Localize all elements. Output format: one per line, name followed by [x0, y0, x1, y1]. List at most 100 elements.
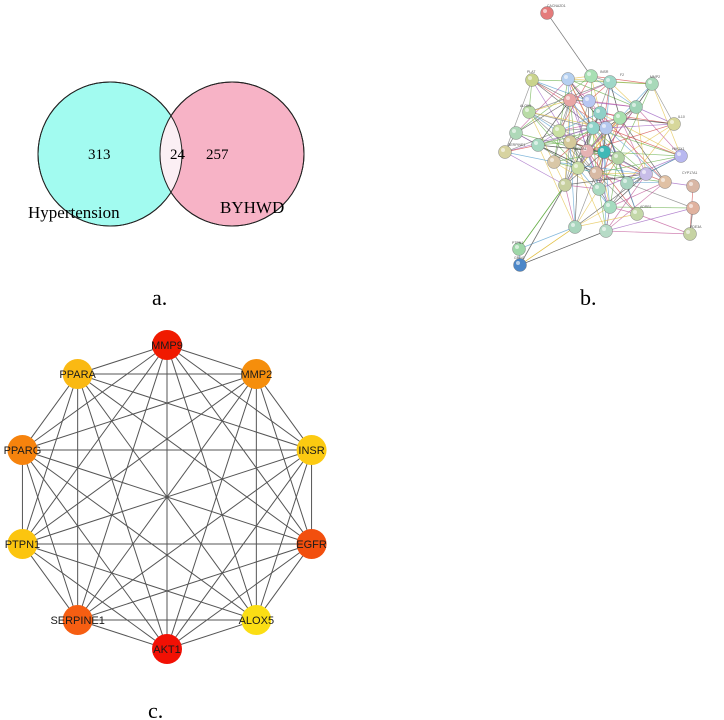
hub-edge — [22, 543, 79, 621]
hub-edge — [166, 344, 257, 375]
ppi-node — [686, 179, 700, 193]
ppi-node-label: MMP2 — [650, 75, 660, 79]
ppi-node — [561, 72, 575, 86]
ppi-node-label: NR3C1 — [604, 177, 616, 181]
ppi-node-label: GRIN1 — [514, 256, 525, 260]
ppi-node — [589, 166, 603, 180]
ppi-node — [603, 200, 617, 214]
hub-edge — [77, 619, 168, 650]
ppi-node — [658, 175, 672, 189]
ppi-node-label: CACNA2D1 — [547, 4, 566, 8]
hub-network-edges — [21, 344, 313, 650]
hub-edge — [22, 449, 168, 650]
ppi-node — [667, 117, 681, 131]
ppi-node — [513, 258, 527, 272]
ppi-node — [558, 178, 572, 192]
hub-edge — [21, 373, 79, 545]
ppi-node — [547, 155, 561, 169]
hub-node-mmp9 — [152, 330, 182, 360]
hub-edge — [77, 373, 312, 451]
caption-a: a. — [152, 285, 167, 310]
ppi-node — [620, 176, 634, 190]
hub-edge — [255, 543, 312, 621]
hub-edge — [22, 373, 79, 451]
ppi-node — [599, 224, 613, 238]
hub-edge — [22, 449, 257, 621]
hub-node-label: AKT1 — [153, 644, 181, 656]
hub-node-ppara — [62, 359, 93, 390]
hub-node-egfr — [296, 528, 327, 559]
ppi-node — [568, 220, 582, 234]
ppi-node-label: PTPN1 — [512, 241, 523, 245]
ppi-node-label: PLAT — [527, 70, 536, 74]
hub-edge — [166, 449, 312, 650]
ppi-node — [603, 75, 617, 89]
hub-edge — [77, 373, 257, 621]
hub-node-label: PPARG — [4, 445, 42, 457]
hub-node-label: EGFR — [296, 539, 327, 551]
venn-overlap-count: 24 — [170, 147, 186, 163]
ppi-node — [509, 126, 523, 140]
ppi-node — [686, 201, 700, 215]
hub-edge — [77, 373, 168, 650]
hub-edge — [166, 344, 312, 545]
caption-c: c. — [148, 698, 163, 720]
ppi-node — [582, 94, 596, 108]
ppi-node — [592, 182, 606, 196]
venn-left-count: 313 — [88, 147, 111, 163]
hub-node-serpine1 — [62, 604, 93, 635]
ppi-node — [593, 106, 607, 120]
ppi-node — [525, 73, 539, 87]
ppi-node-label: ADRB1 — [640, 205, 652, 209]
hub-edge — [255, 373, 312, 451]
ppi-node-label: IL10 — [678, 115, 685, 119]
ppi-node — [584, 69, 598, 83]
hub-network-nodes: MMP9MMP2INSREGFRALOX5AKT1SERPINE1PTPN1PP… — [4, 330, 327, 664]
venn-left-label: Hypertension — [28, 203, 120, 222]
hub-node-mmp2 — [241, 359, 272, 390]
hub-node-label: PPARA — [59, 369, 96, 381]
hub-node-label: MMP9 — [151, 340, 183, 352]
ppi-node — [563, 93, 577, 107]
ppi-node — [630, 207, 644, 221]
hub-node-label: PTPN1 — [5, 539, 40, 551]
venn-right-label: BYHWD — [220, 198, 284, 217]
venn-diagram: 313 24 257 Hypertension BYHWD — [28, 81, 305, 227]
ppi-node-label: INSR — [600, 70, 609, 74]
ppi-node — [540, 6, 554, 20]
ppi-node-label: HMOX1 — [672, 147, 685, 151]
hub-node-ptpn1 — [7, 528, 38, 559]
hub-edge — [22, 543, 168, 650]
ppi-node — [498, 145, 512, 159]
hub-edge — [77, 344, 168, 375]
ppi-node — [645, 77, 659, 91]
ppi-node — [586, 121, 600, 135]
hub-edge — [21, 449, 79, 621]
hub-edge — [22, 344, 168, 545]
hub-edge — [77, 373, 312, 545]
hub-edge — [77, 543, 312, 621]
hub-node-label: ALOX5 — [239, 615, 274, 627]
hub-edge — [166, 619, 257, 650]
ppi-node-label: PDE3A — [690, 225, 702, 229]
ppi-node — [571, 161, 585, 175]
ppi-node-label: F2 — [620, 73, 624, 77]
hub-node-label: MMP2 — [240, 369, 272, 381]
ppi-node — [613, 111, 627, 125]
ppi-node-label: SERPINE1 — [508, 143, 525, 147]
venn-right-count: 257 — [206, 147, 229, 163]
ppi-node — [552, 124, 566, 138]
ppi-node — [639, 167, 653, 181]
ppi-node — [629, 100, 643, 114]
ppi-node-label: CYP17A1 — [682, 171, 697, 175]
caption-b: b. — [580, 285, 597, 310]
hub-edge — [22, 373, 257, 451]
hub-edge — [22, 543, 257, 621]
hub-node-insr — [296, 435, 327, 466]
hub-node-label: SERPINE1 — [50, 615, 104, 627]
hub-node-akt1 — [152, 634, 182, 664]
ppi-node — [597, 145, 611, 159]
ppi-node — [599, 121, 613, 135]
hub-node-alox5 — [241, 604, 272, 635]
